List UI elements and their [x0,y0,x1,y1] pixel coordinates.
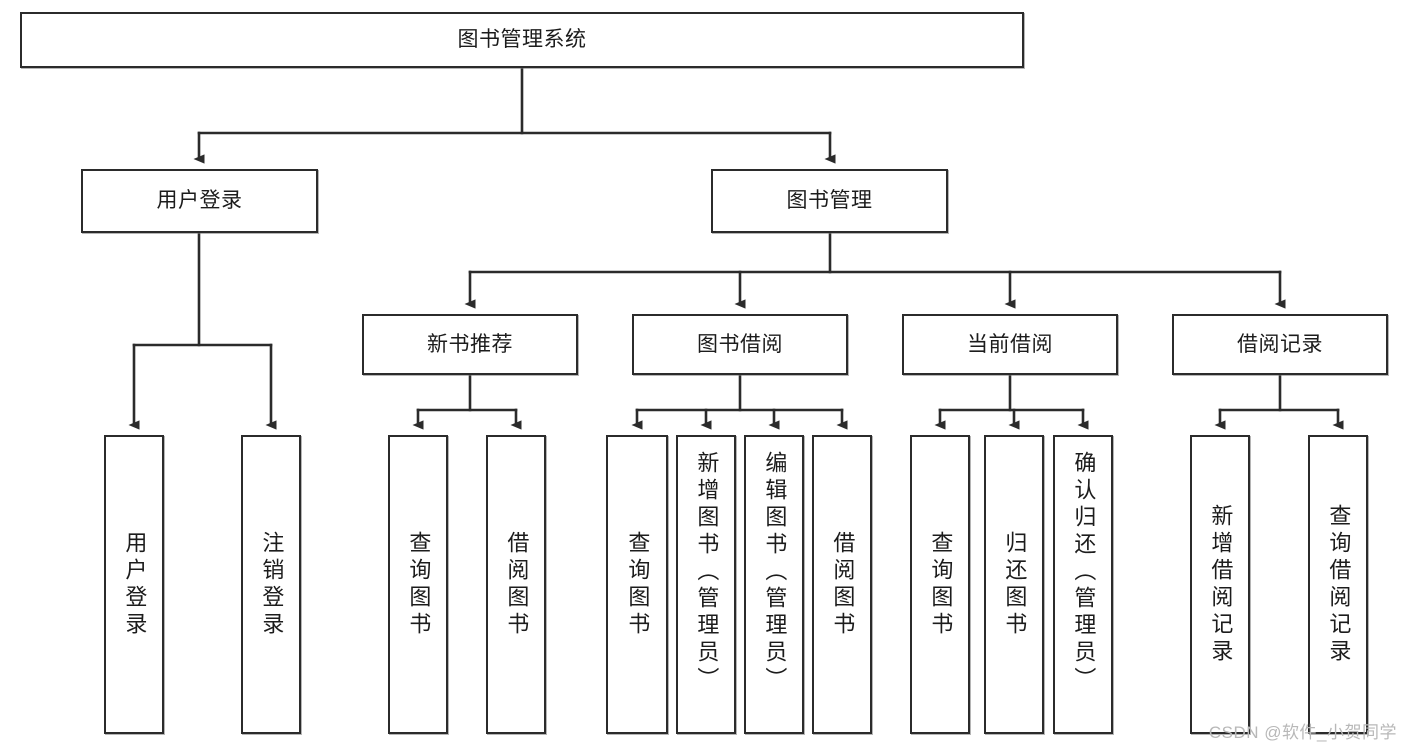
node-book-borrow[interactable]: 图书借阅 [632,314,848,375]
node-leaf-return-book[interactable]: 归还图书 [984,435,1044,734]
node-leaf-user-logout-label: 注销登录 [259,530,285,639]
node-current-borrow-label: 当前借阅 [967,332,1053,356]
node-leaf-query-record-label: 查询借阅记录 [1326,503,1352,666]
node-leaf-query-book-3[interactable]: 查询图书 [910,435,970,734]
node-leaf-user-login[interactable]: 用户登录 [104,435,164,734]
node-leaf-borrow-book-1[interactable]: 借阅图书 [486,435,546,734]
node-book-manage[interactable]: 图书管理 [711,169,948,233]
node-leaf-add-book-label: 新增图书（管理员） [694,451,720,694]
node-current-borrow[interactable]: 当前借阅 [902,314,1118,375]
node-leaf-add-book[interactable]: 新增图书（管理员） [676,435,736,734]
node-root-label: 图书管理系统 [457,28,587,52]
node-leaf-edit-book[interactable]: 编辑图书（管理员） [744,435,804,734]
node-leaf-edit-book-label: 编辑图书（管理员） [762,451,788,694]
node-leaf-query-book-3-label: 查询图书 [928,530,954,639]
node-leaf-query-record[interactable]: 查询借阅记录 [1308,435,1368,734]
node-root[interactable]: 图书管理系统 [20,12,1024,68]
node-leaf-user-logout[interactable]: 注销登录 [241,435,301,734]
node-leaf-borrow-book-2-label: 借阅图书 [830,530,856,639]
node-user-login[interactable]: 用户登录 [81,169,318,233]
watermark: CSDN @软件_小贺同学 [1208,723,1397,742]
node-leaf-confirm-return[interactable]: 确认归还（管理员） [1053,435,1113,734]
node-leaf-query-book-2[interactable]: 查询图书 [606,435,668,734]
node-new-book-rec[interactable]: 新书推荐 [362,314,578,375]
node-leaf-query-book-2-label: 查询图书 [625,530,651,639]
node-borrow-record[interactable]: 借阅记录 [1172,314,1388,375]
node-user-login-label: 用户登录 [156,189,243,213]
node-leaf-user-login-label: 用户登录 [122,530,148,639]
node-leaf-query-book-1-label: 查询图书 [406,530,432,639]
node-book-manage-label: 图书管理 [786,189,873,213]
node-leaf-add-record-label: 新增借阅记录 [1208,503,1234,666]
node-leaf-query-book-1[interactable]: 查询图书 [388,435,448,734]
node-leaf-add-record[interactable]: 新增借阅记录 [1190,435,1250,734]
node-leaf-return-book-label: 归还图书 [1002,530,1028,639]
node-leaf-borrow-book-2[interactable]: 借阅图书 [812,435,872,734]
node-leaf-confirm-return-label: 确认归还（管理员） [1071,451,1097,694]
node-leaf-borrow-book-1-label: 借阅图书 [504,530,530,639]
node-book-borrow-label: 图书借阅 [697,332,783,356]
node-borrow-record-label: 借阅记录 [1237,332,1323,356]
node-new-book-rec-label: 新书推荐 [427,332,513,356]
